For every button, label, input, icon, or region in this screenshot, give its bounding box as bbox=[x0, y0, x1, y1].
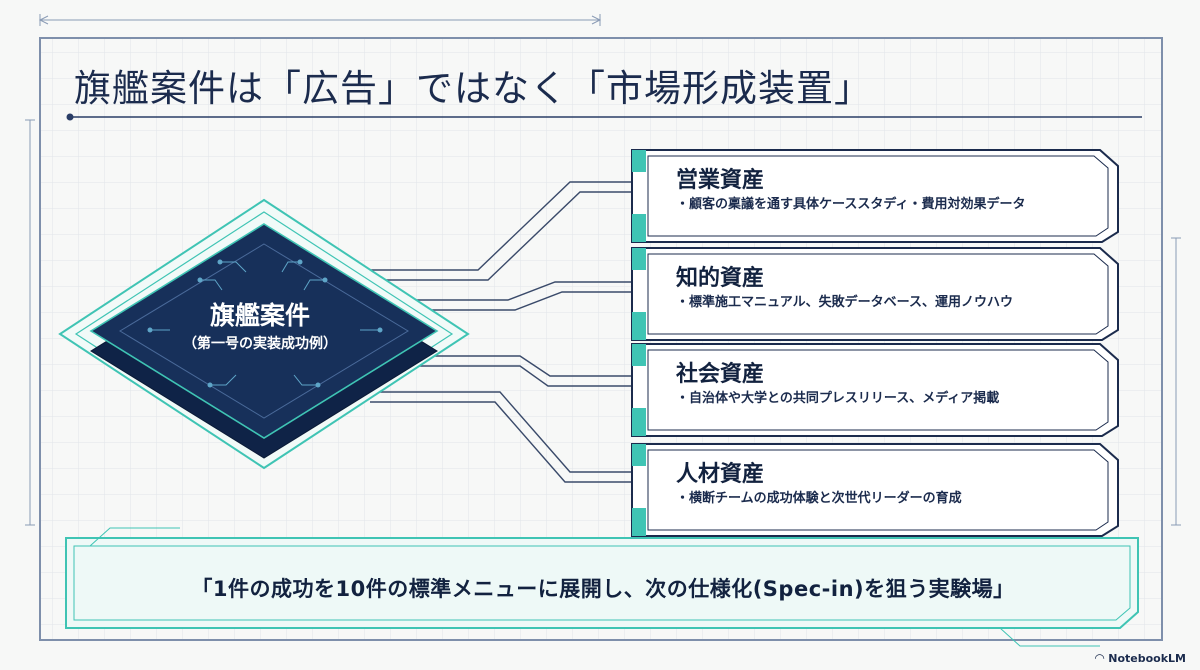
notebooklm-logo-icon: ◠ bbox=[1095, 651, 1105, 665]
outer-frame bbox=[39, 37, 1163, 641]
asset-card-1 bbox=[631, 149, 1119, 243]
asset-desc-social: ・自治体や大学との共同プレスリリース、メディア掲載 bbox=[676, 391, 1000, 406]
asset-title-knowledge: 知的資産 bbox=[676, 266, 765, 291]
asset-title-sales: 営業資産 bbox=[676, 168, 765, 193]
asset-title-talent: 人材資産 bbox=[676, 462, 765, 487]
asset-desc-knowledge: ・標準施工マニュアル、失敗データベース、運用ノウハウ bbox=[676, 295, 1013, 310]
core-chip bbox=[58, 198, 470, 470]
asset-card-4 bbox=[631, 443, 1119, 537]
dimension-lines bbox=[25, 14, 1181, 526]
title-underline bbox=[66, 113, 1142, 121]
asset-desc-sales: ・顧客の稟議を通す具体ケーススタディ・費用対効果データ bbox=[676, 197, 1026, 212]
asset-desc-talent: ・横断チームの成功体験と次世代リーダーの育成 bbox=[676, 491, 962, 506]
asset-title-social: 社会資産 bbox=[676, 362, 765, 387]
page-title: 旗艦案件は「広告」ではなく「市場形成装置」 bbox=[74, 67, 872, 110]
summary-banner-frame bbox=[65, 527, 1139, 647]
notebooklm-logo: ◠ NotebookLM bbox=[1095, 651, 1186, 665]
connector-traces bbox=[360, 181, 645, 483]
summary-banner-text: 「1件の成功を10件の標準メニューに展開し、次の仕様化(Spec-in)を狙う実… bbox=[191, 577, 1015, 601]
core-title: 旗艦案件 bbox=[209, 301, 310, 330]
logo-label: NotebookLM bbox=[1108, 651, 1186, 665]
asset-card-2 bbox=[631, 247, 1119, 341]
asset-card-3 bbox=[631, 343, 1119, 437]
core-subtitle: （第一号の実装成功例） bbox=[183, 336, 337, 352]
